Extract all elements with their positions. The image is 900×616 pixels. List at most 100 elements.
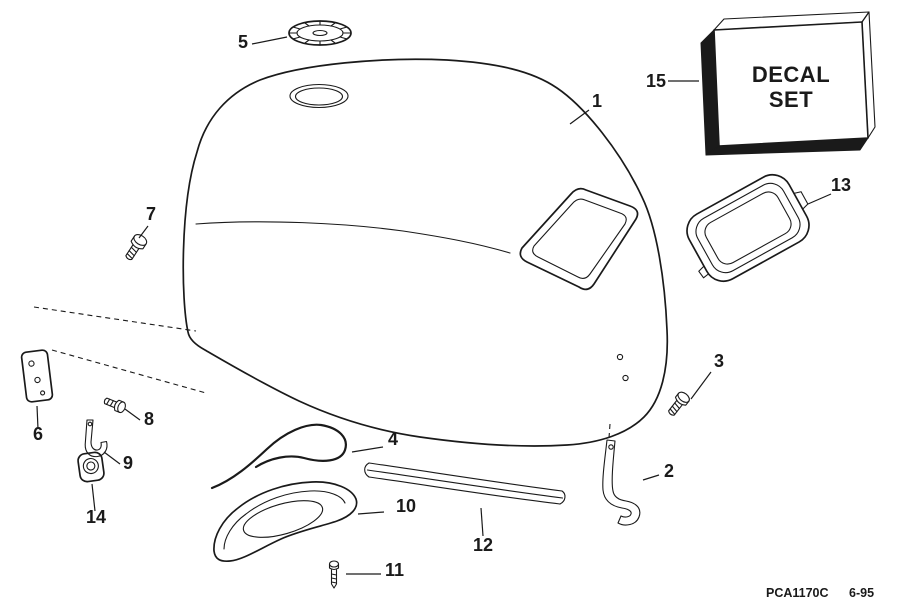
engine-cover-silhouette [182, 58, 669, 447]
callout-6: 6 [33, 424, 43, 444]
leader-3 [690, 371, 712, 400]
top-opening-outer [289, 83, 349, 109]
callout-15: 15 [646, 71, 666, 91]
screw-7 [125, 234, 148, 261]
screw-3-threads [669, 402, 680, 415]
screw-11-head [328, 560, 340, 568]
mount-hole [616, 353, 624, 361]
support-bracket [602, 439, 641, 526]
seal-frame-mid [695, 182, 801, 274]
mount-plate-hole [28, 360, 35, 367]
screw-11 [328, 560, 340, 589]
leader-6 [36, 405, 39, 430]
leader-lines [36, 36, 832, 575]
leader-8 [124, 408, 141, 421]
seal-strip-mid [366, 469, 564, 499]
engine-cover-crease [195, 221, 511, 254]
decal-set-box: DECAL SET [700, 11, 876, 156]
leader-12 [480, 507, 484, 537]
window-seal-frame [686, 173, 810, 283]
seal-strip-left-cap [364, 462, 370, 478]
decal-box-label-line2: SET [769, 87, 813, 112]
footer-reference: PCA1170C 6-95 [766, 586, 874, 600]
screw-7-head [133, 234, 148, 246]
seal-strip-bottom [368, 476, 561, 505]
seal-frame-inner [704, 191, 792, 265]
callout-10: 10 [396, 496, 416, 516]
mount-plate-body [20, 349, 54, 403]
seal-frame-outer [686, 173, 810, 283]
grommet-body [77, 451, 105, 483]
dashed-line [51, 349, 207, 394]
screw-11-threads [330, 573, 338, 584]
screw-3-shaft [668, 400, 683, 416]
latch-cord [210, 423, 347, 490]
mount-plate [20, 349, 54, 403]
hook-bracket-hole [87, 421, 93, 427]
seal-strip-top [368, 462, 563, 492]
leader-14 [91, 483, 96, 512]
top-opening-inner [294, 87, 344, 106]
leader-10 [357, 511, 385, 515]
grommet-ring-outer [82, 457, 99, 475]
hook-bracket-body [84, 419, 108, 458]
screw-7-threads [126, 246, 137, 260]
support-bracket-body [602, 439, 641, 526]
filler-cap [288, 20, 352, 46]
screw-8-shaft [103, 397, 117, 408]
callout-13: 13 [831, 175, 851, 195]
callout-1: 1 [592, 91, 602, 111]
callout-3: 3 [714, 351, 724, 371]
seal-strip-right-cap [559, 490, 566, 505]
mount-plate-hole [40, 390, 46, 396]
filler-cap-knurling [288, 20, 352, 46]
leader-13 [807, 193, 832, 205]
support-bracket-hole [608, 444, 614, 450]
window-recess-outer [519, 187, 639, 291]
decal-box-front [713, 21, 869, 147]
decal-box-label-line1: DECAL [752, 62, 830, 87]
bottom-pan [213, 481, 358, 563]
bottom-pan-outer [213, 481, 358, 563]
callout-14: 14 [86, 507, 106, 527]
leader-5 [251, 36, 288, 45]
bottom-pan-rim [223, 490, 346, 550]
callout-5: 5 [238, 32, 248, 52]
screw-7-head-side [130, 235, 147, 250]
callout-12: 12 [473, 535, 493, 555]
callout-9: 9 [123, 453, 133, 473]
mount-plate-hole [34, 376, 41, 384]
callout-labels: 1 2 3 4 5 6 7 8 9 10 11 12 13 14 15 [33, 32, 851, 580]
window-recess-inner [532, 198, 627, 280]
screw-7-shaft [125, 244, 140, 261]
footer-date: 6-95 [849, 586, 874, 600]
mount-hole [622, 374, 629, 382]
leader-2 [642, 474, 660, 481]
leader-7 [138, 225, 149, 239]
seal-strip [364, 462, 566, 505]
footer-code: PCA1170C [766, 586, 829, 600]
filler-cap-slot [312, 29, 328, 37]
screw-3-head-side [674, 392, 690, 406]
hook-bracket [84, 419, 108, 458]
dashed-reference-lines [33, 306, 611, 439]
screw-11-head-side [328, 563, 340, 571]
grommet-ring-inner [86, 461, 96, 471]
screw-8-head-side [113, 399, 125, 413]
dashed-line [33, 306, 197, 332]
bottom-pan-inner-oval [242, 500, 324, 538]
callout-2: 2 [664, 461, 674, 481]
seal-frame-tab-right [793, 191, 809, 210]
callout-4: 4 [388, 429, 398, 449]
seal-frame-tab-left [698, 265, 709, 279]
dashed-line [608, 423, 611, 439]
callout-8: 8 [144, 409, 154, 429]
screw-8 [103, 397, 126, 414]
screw-8-threads [105, 398, 114, 407]
screw-3 [668, 391, 690, 416]
leader-4 [351, 446, 384, 453]
engine-cover [182, 58, 669, 447]
grommet [77, 451, 105, 483]
